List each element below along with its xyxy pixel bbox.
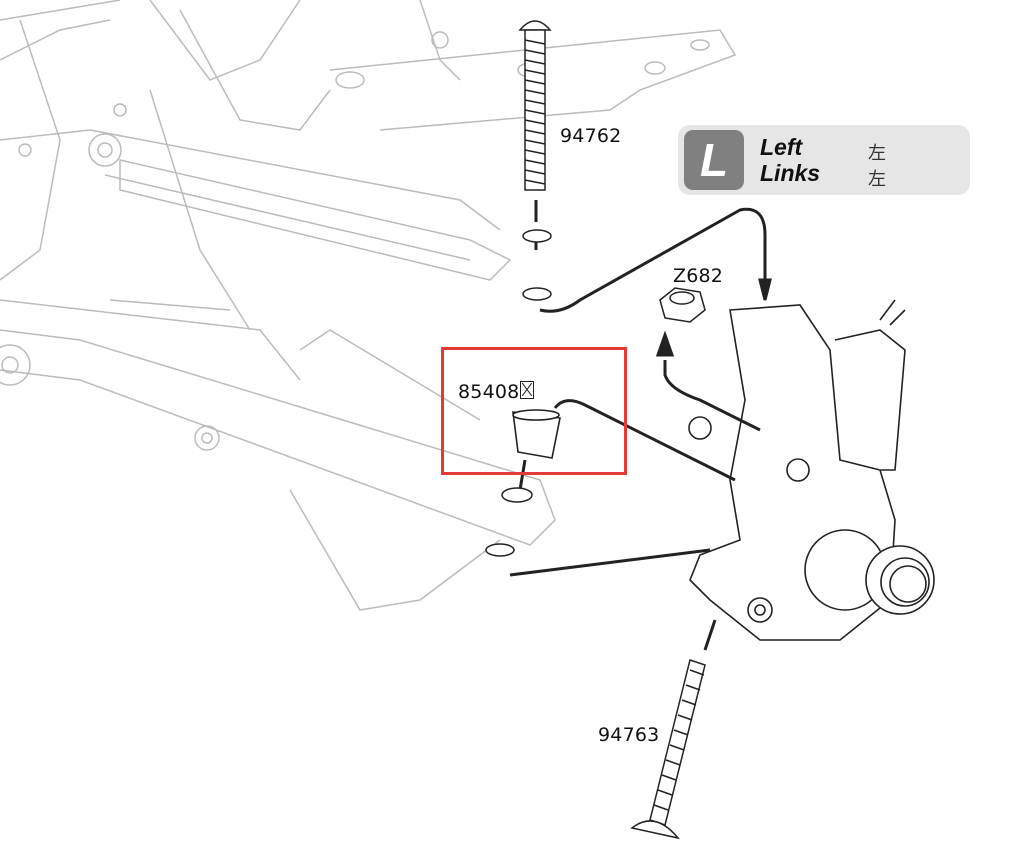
- side-label-english: Left: [760, 134, 803, 160]
- part-number-94763: 94763: [598, 724, 660, 746]
- bushing-85408: [512, 409, 561, 459]
- hub-carrier: [688, 299, 935, 641]
- part-number-z682: Z682: [673, 265, 724, 287]
- missing-glyph-icon: [520, 381, 535, 399]
- assembly-leader-lines: [509, 200, 772, 651]
- side-letter-icon: L: [684, 130, 744, 190]
- side-label-cjk-1: 左: [868, 143, 886, 164]
- upper-screw: [518, 20, 552, 191]
- part-number-94762: 94762: [560, 125, 622, 147]
- chassis-background: [0, 0, 737, 611]
- side-label-german: Links: [760, 160, 821, 186]
- side-indicator-badge: L Left Links 左 左: [678, 125, 970, 195]
- lower-screw: [630, 659, 706, 840]
- part-number-85408-text: 85408: [458, 381, 520, 403]
- rod-ends: [485, 229, 552, 557]
- nut-z682: [659, 287, 706, 323]
- highlight-box: [441, 347, 627, 475]
- side-label-cjk-2: 左: [868, 169, 886, 190]
- part-number-85408: 85408: [458, 381, 535, 403]
